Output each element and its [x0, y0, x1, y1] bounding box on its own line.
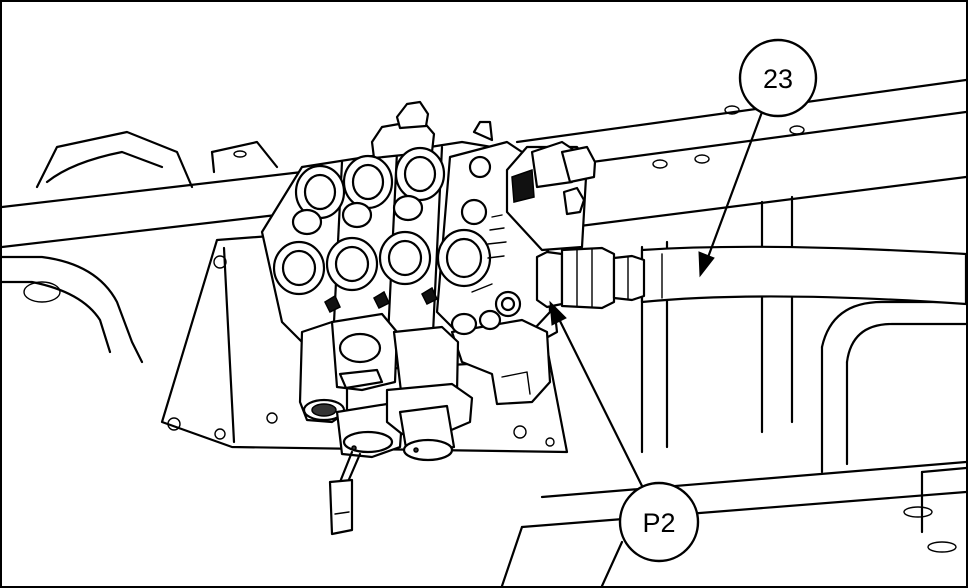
callout-p2: P2	[618, 481, 700, 563]
callout-p2-label: P2	[642, 508, 675, 538]
valve-actuators	[298, 312, 474, 536]
callout-23-label: 23	[763, 64, 793, 94]
hydraulic-hose	[640, 245, 966, 306]
leader-line-p2	[549, 300, 646, 492]
solenoid-coil	[505, 140, 597, 252]
chassis-frame	[2, 78, 966, 586]
hose-fitting	[535, 246, 646, 310]
leader-line-23	[698, 110, 764, 278]
left-bracket	[2, 130, 279, 364]
callout-23: 23	[738, 38, 818, 118]
